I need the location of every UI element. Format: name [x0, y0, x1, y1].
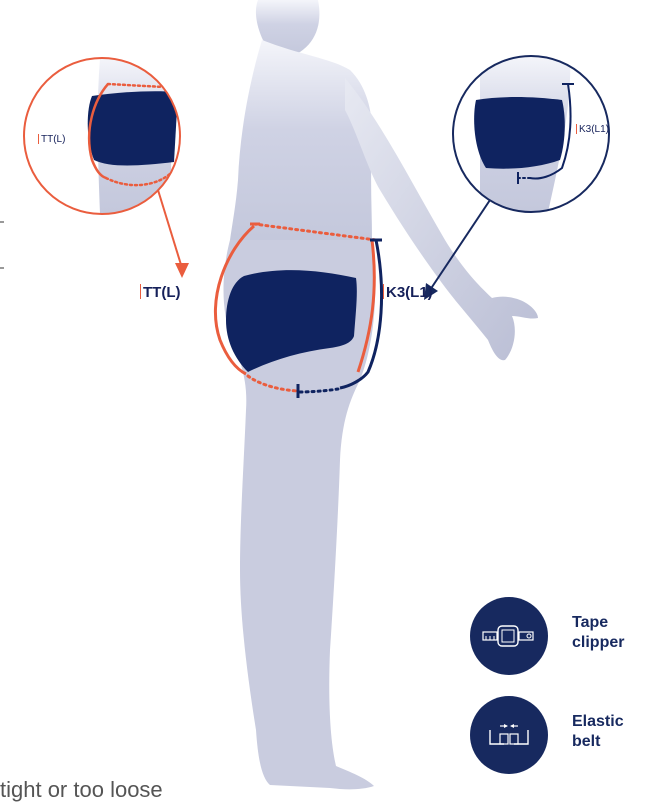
k3-zoom-label: K3(L1): [576, 124, 609, 135]
k3-main-label: K3(L1): [383, 284, 433, 301]
legend-tape-clipper: Tape clipper: [470, 597, 650, 675]
tape-clipper-icon: [470, 597, 548, 675]
legend-label: Elastic belt: [572, 712, 652, 752]
legend-elastic-belt: Elastic belt: [470, 696, 650, 774]
zoom-circle-left: [24, 58, 189, 278]
elastic-belt-icon: [470, 696, 548, 774]
cropped-caption: tight or too loose: [0, 777, 163, 803]
tt-main-label: TT(L): [140, 284, 180, 301]
tt-zoom-label: TT(L): [38, 134, 65, 145]
legend-label: Tape clipper: [572, 613, 652, 653]
